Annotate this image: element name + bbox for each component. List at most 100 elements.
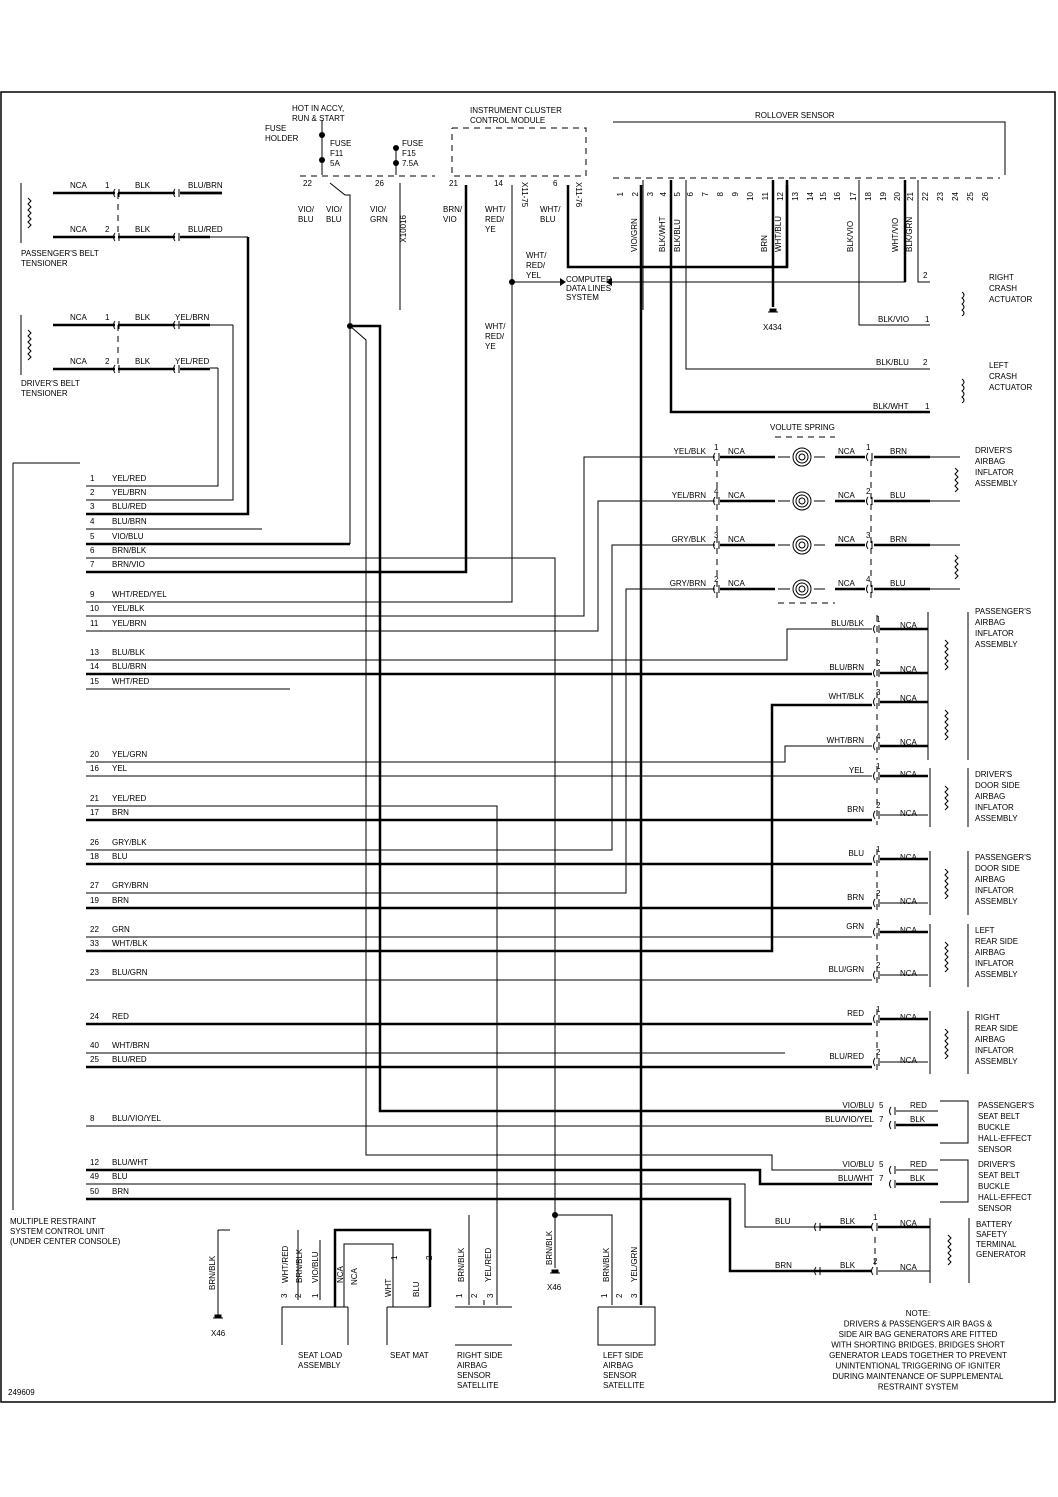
component-label: INFLATOR — [975, 959, 1014, 968]
pin-number: 1 — [876, 918, 881, 927]
wire-color: YEL/GRN — [112, 750, 147, 759]
wire — [86, 185, 513, 603]
pin-number: 1 — [876, 845, 881, 854]
control-unit-label: MULTIPLE RESTRAINT — [10, 1217, 96, 1226]
wire-color: YEL — [849, 766, 865, 775]
pin-number: 26 — [90, 838, 99, 847]
connector-icon — [873, 741, 880, 751]
pin-number: 21 — [90, 794, 99, 803]
volute-spring-label: VOLUTE SPRING — [770, 423, 835, 432]
wire-color: BLU/BRN — [188, 181, 223, 190]
label: WHT/ — [540, 205, 561, 214]
label: F15 — [402, 149, 416, 158]
wire-color: BLU/BLK — [112, 648, 146, 657]
pin-number: 3 — [876, 688, 881, 697]
pin-number: 24 — [951, 191, 960, 200]
pin-number: 1 — [105, 181, 110, 190]
label: NCA — [900, 738, 918, 747]
igniter-icon — [944, 1028, 949, 1060]
pin-number: 4 — [876, 732, 881, 741]
wire-color: BLK/GRN — [905, 217, 914, 252]
connector-icon — [713, 496, 720, 506]
wire-color: WHT/BLK — [112, 939, 148, 948]
pin-number: 11 — [761, 191, 770, 200]
wire — [350, 324, 872, 1113]
pin-number: 2 — [425, 1255, 434, 1260]
wire-color: YEL/BRN — [112, 488, 146, 497]
connector-id: X11-76 — [574, 182, 583, 208]
label: NCA — [838, 579, 856, 588]
pin-number: 5 — [879, 1101, 884, 1110]
wire-color: YEL — [112, 764, 128, 773]
wire — [86, 588, 715, 894]
component-label: LEFT — [975, 926, 995, 935]
component-label: SATELLITE — [457, 1381, 499, 1390]
pin-number: 2 — [876, 889, 881, 898]
wire-color: YEL/RED — [112, 794, 146, 803]
igniter-icon — [944, 639, 949, 671]
connector-icon — [814, 1222, 821, 1232]
wire-color: BRN — [847, 805, 864, 814]
component-label: SEAT MAT — [390, 1351, 429, 1360]
component-label: DOOR SIDE — [975, 781, 1020, 790]
connector-icon — [889, 1120, 896, 1130]
label: VIO/ — [326, 205, 343, 214]
label: NCA — [900, 969, 918, 978]
wire-color: BLU/BRN — [829, 663, 864, 672]
wire-color: GRN — [112, 925, 130, 934]
label: 14 — [494, 179, 503, 188]
fuse-terminal — [319, 157, 325, 163]
label: F11 — [330, 149, 344, 158]
wire-color: BLK/VIO — [846, 221, 855, 252]
wire-color: GRY/BRN — [112, 881, 149, 890]
wire-color: BLU/RED — [829, 1052, 864, 1061]
label: NCA — [838, 491, 856, 500]
component-label: HALL-EFFECT — [978, 1134, 1032, 1143]
label: NCA — [900, 621, 918, 630]
component-label: PASSENGER'S BELT — [21, 249, 99, 258]
wire-color: GRY/BLK — [671, 535, 706, 544]
wire-color: BLU — [412, 1281, 421, 1297]
data-lines-label: COMPUTER — [566, 275, 612, 284]
wire — [86, 544, 715, 851]
wire-color: BRN/BLK — [112, 546, 147, 555]
component-label: BUCKLE — [978, 1123, 1010, 1132]
wire-color: YEL/BRN — [175, 313, 209, 322]
component-label: TENSIONER — [21, 389, 68, 398]
component-label: SEAT BELT — [978, 1171, 1020, 1180]
component-label: INFLATOR — [975, 468, 1014, 477]
wire-color: YEL/RED — [112, 474, 146, 483]
pin-number: 12 — [90, 1158, 99, 1167]
wire-color: NCA — [70, 225, 88, 234]
label: YEL — [526, 271, 542, 280]
connector-icon — [873, 668, 880, 678]
connector-icon — [713, 540, 720, 550]
splice-dot — [552, 1212, 558, 1218]
igniter-icon — [944, 941, 949, 973]
connector-icon — [873, 970, 880, 980]
wire — [329, 182, 351, 326]
wire-color: BLU — [775, 1217, 791, 1226]
pin-number: 5 — [673, 191, 682, 196]
wire-color: YEL/BRN — [112, 619, 146, 628]
connector-icon — [173, 320, 180, 330]
wire-color: BRN/BLK — [208, 1255, 217, 1290]
component-label: DRIVER'S — [975, 446, 1012, 455]
wire — [86, 1183, 820, 1228]
pin-number: 9 — [90, 590, 95, 599]
fuse-terminal — [393, 145, 399, 151]
connector-id: X11-75 — [520, 182, 529, 208]
wire — [343, 1243, 394, 1307]
pin-number: 26 — [981, 191, 990, 200]
wire-color: NCA — [70, 313, 88, 322]
label: RED/ — [485, 332, 505, 341]
splice-dot — [347, 323, 353, 329]
wire-color: RED — [847, 1009, 864, 1018]
wire-color: YEL/BRN — [672, 491, 706, 500]
pin-number: 1 — [105, 313, 110, 322]
wire-color: WHT/RED/YEL — [112, 590, 167, 599]
label: FUSE — [402, 139, 423, 148]
wire-color: VIO/BLU — [842, 1101, 874, 1110]
wire-color: BRN — [890, 447, 907, 456]
wire-color: GRY/BLK — [112, 838, 147, 847]
